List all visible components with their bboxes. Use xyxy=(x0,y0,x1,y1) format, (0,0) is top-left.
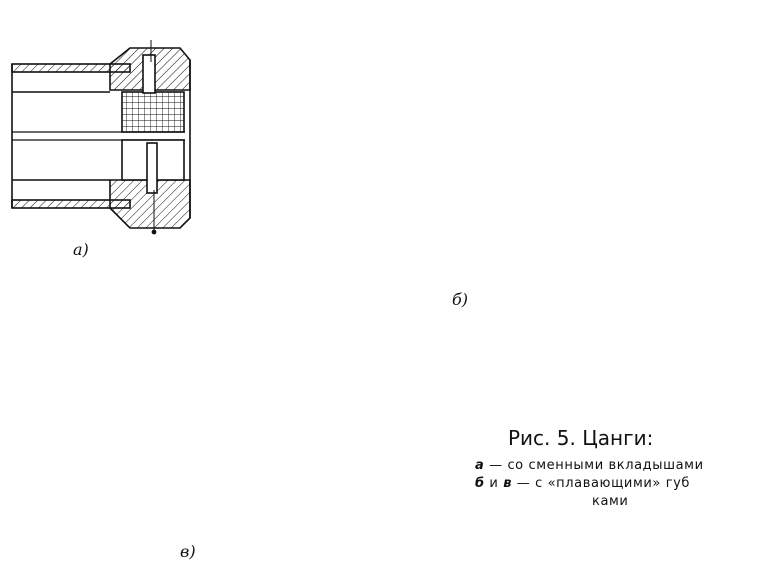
caption-and: и xyxy=(484,476,504,491)
figure-caption-title: Рис. 5. Цанги: xyxy=(508,426,654,450)
figure-a-collet-section xyxy=(11,40,191,235)
label-figure-a: а) xyxy=(73,240,89,259)
label-figure-b: б) xyxy=(452,290,469,309)
caption-letter-a: а xyxy=(475,458,485,473)
caption-line-1: а — со сменными вкладышами xyxy=(475,458,704,473)
caption-letter-b: б xyxy=(475,476,485,491)
label-figure-v: в) xyxy=(180,542,196,561)
caption-line-3: ками xyxy=(592,494,629,509)
caption-letter-v: в xyxy=(503,476,513,491)
caption-line-2: б и в — с «плавающими» губ xyxy=(475,476,690,491)
caption-text-2: — с «плавающими» губ xyxy=(512,476,691,491)
caption-text-1: — со сменными вкладышами xyxy=(484,458,704,473)
